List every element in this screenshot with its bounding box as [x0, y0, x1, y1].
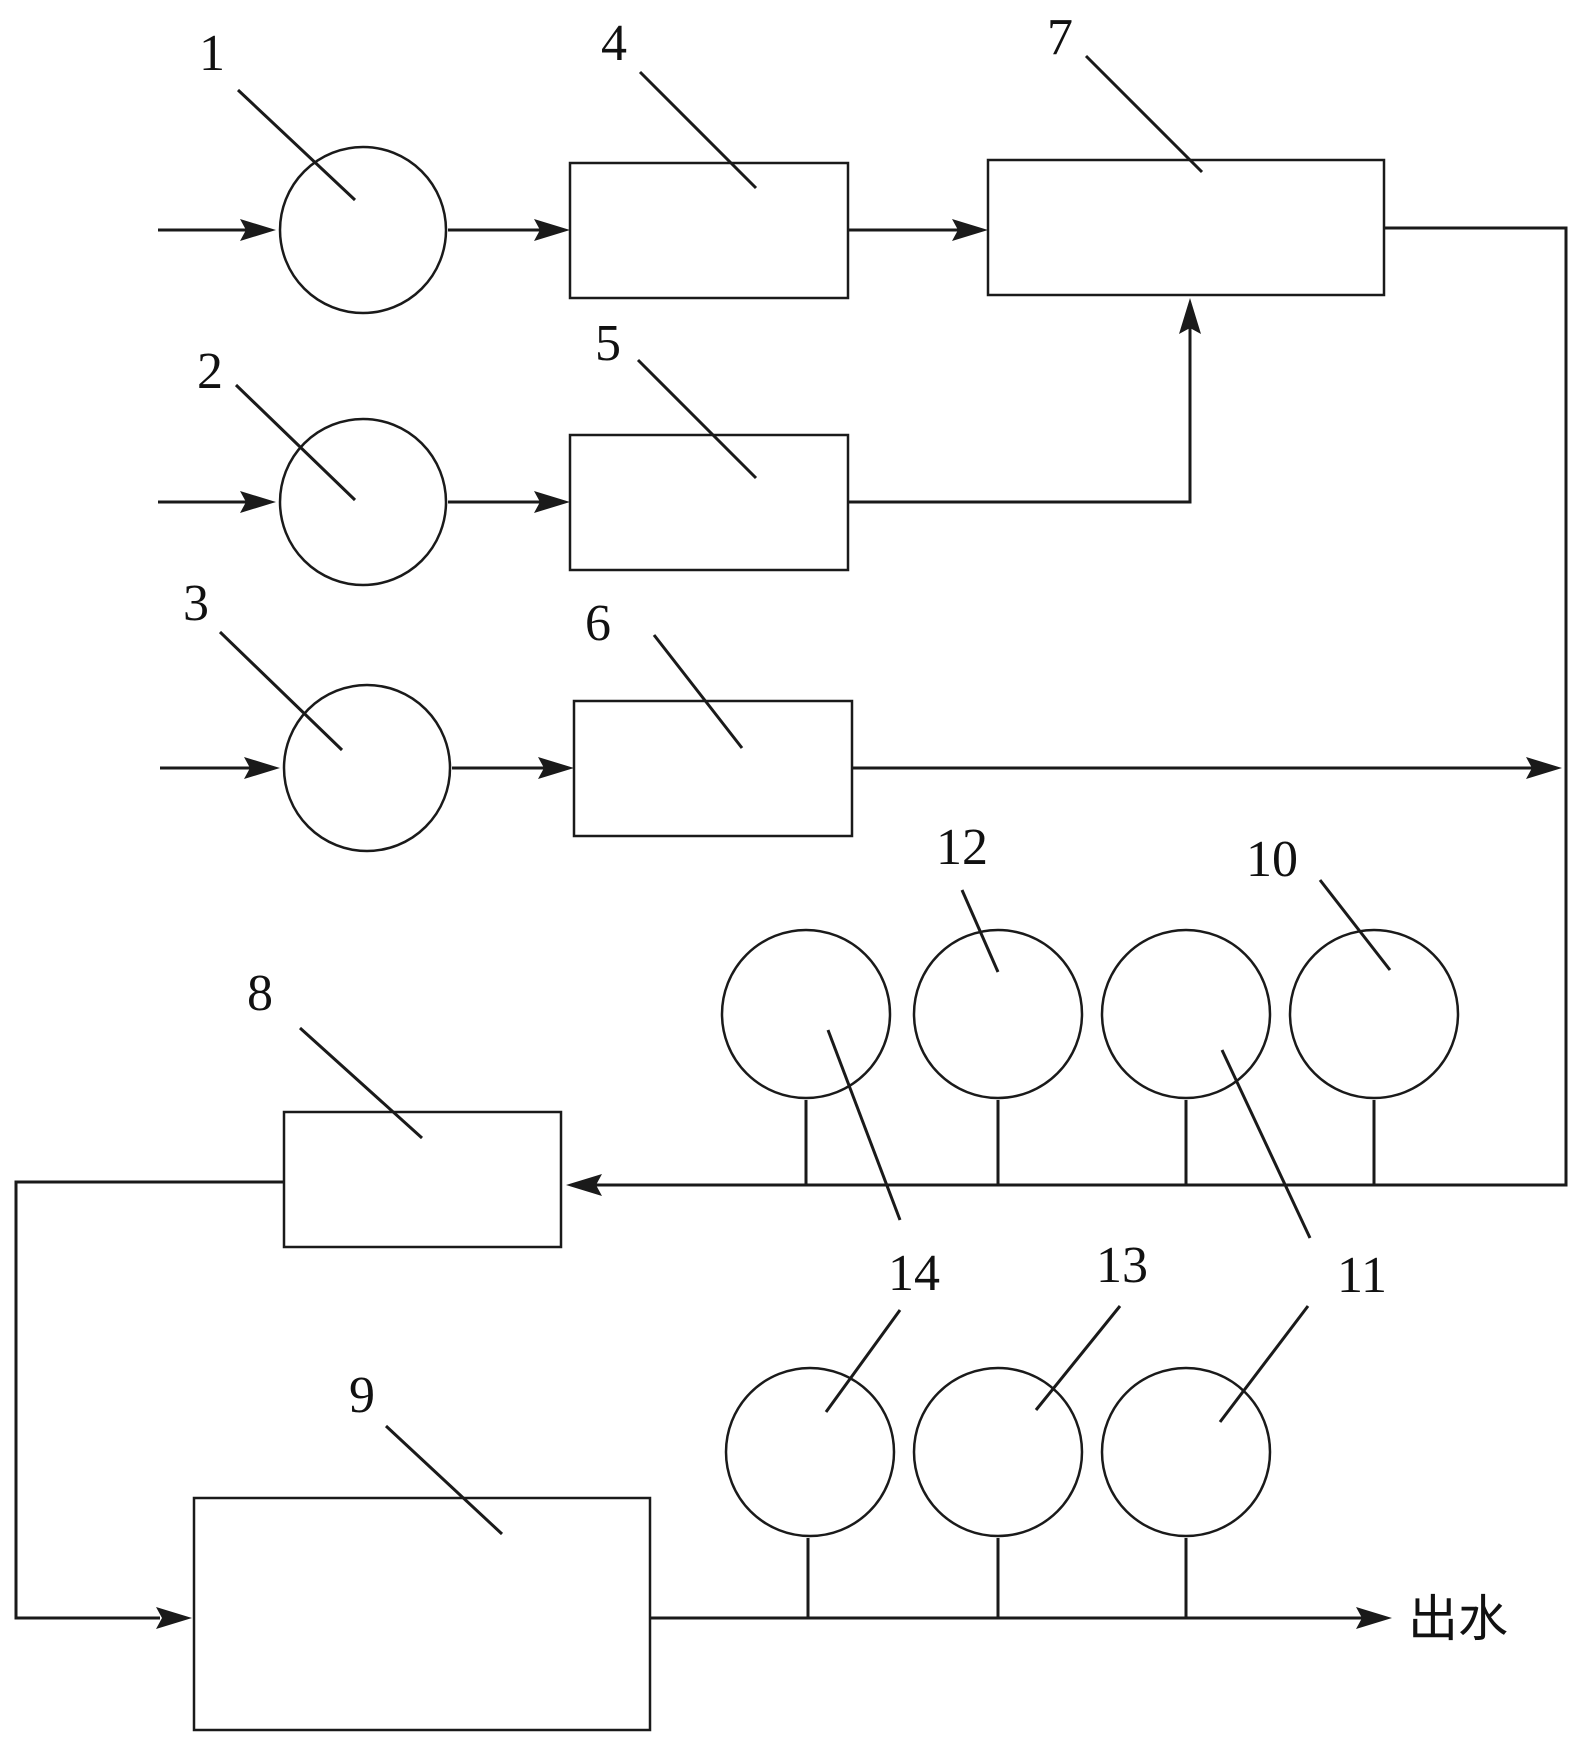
flow-lines	[14, 226, 1568, 1620]
label-3: 3	[183, 575, 209, 632]
sensor-circle-upper-3	[1100, 928, 1272, 1100]
leader-7	[1084, 54, 1204, 174]
arrowhead-inlet-1	[240, 219, 276, 241]
label-5: 5	[595, 315, 621, 372]
arrowhead-to-5	[534, 491, 570, 513]
line-7-main-return	[590, 226, 1568, 1187]
arrowheads	[156, 219, 1562, 1629]
leader-13	[1034, 1305, 1122, 1411]
label-6: 6	[585, 595, 611, 652]
label-14-upper: 14	[888, 1245, 940, 1302]
process-units	[192, 145, 1460, 1732]
label-7: 7	[1047, 9, 1073, 66]
leader-4	[638, 70, 758, 190]
leader-11-lower	[1218, 1305, 1310, 1423]
arrowhead-to-7	[952, 219, 988, 241]
arrowhead-to-main	[1526, 757, 1562, 779]
unit-box-7	[986, 158, 1386, 297]
unit-box-4	[568, 161, 850, 300]
sensor-circle-upper-1	[720, 928, 892, 1100]
leader-2	[234, 383, 357, 502]
leader-lines	[218, 54, 1392, 1536]
arrowhead-inlet-2	[240, 491, 276, 513]
arrowhead-up-to-7	[1179, 298, 1201, 334]
sensor-circle-lower-3	[1100, 1366, 1272, 1538]
leader-14-lower	[824, 1309, 902, 1413]
leader-11-upper	[1220, 1049, 1312, 1239]
unit-box-5	[568, 433, 850, 572]
outlet-label: 出水	[1408, 1590, 1508, 1648]
label-1: 1	[199, 25, 225, 82]
line-8-to-9	[14, 1180, 284, 1620]
leader-10	[1318, 879, 1392, 971]
leader-1	[236, 88, 357, 202]
label-4: 4	[601, 15, 627, 72]
arrowhead-outlet	[1356, 1607, 1392, 1629]
leader-12	[960, 889, 1000, 973]
arrowhead-to-9	[156, 1607, 192, 1629]
leader-9	[384, 1424, 504, 1536]
arrowhead-inlet-3	[244, 757, 280, 779]
label-12: 12	[936, 819, 988, 876]
unit-circle-3	[282, 683, 452, 853]
unit-circle-2	[278, 417, 448, 587]
sensor-circle-upper-4	[1288, 928, 1460, 1100]
sensor-circle-upper-2	[912, 928, 1084, 1100]
leader-5	[636, 358, 758, 480]
label-10: 10	[1246, 831, 1298, 888]
arrowhead-to-4	[534, 219, 570, 241]
arrowhead-to-8	[566, 1174, 602, 1196]
unit-box-6	[572, 699, 854, 838]
label-2: 2	[197, 343, 223, 400]
label-9: 9	[349, 1367, 375, 1424]
leader-6	[652, 634, 744, 749]
sensor-circle-lower-2	[912, 1366, 1084, 1538]
arrowhead-to-6	[538, 757, 574, 779]
label-13: 13	[1096, 1237, 1148, 1294]
leader-3	[218, 630, 344, 752]
sensor-circle-lower-1	[724, 1366, 896, 1538]
label-8: 8	[247, 965, 273, 1022]
label-11: 11	[1337, 1247, 1387, 1304]
unit-box-8	[282, 1110, 563, 1249]
leader-14-upper	[826, 1029, 902, 1221]
unit-circle-1	[278, 145, 448, 315]
line-5-to-7	[848, 320, 1192, 504]
unit-box-9	[192, 1496, 652, 1732]
leader-8	[298, 1026, 424, 1140]
labels: 1 2 3 4 5 6 7 8 9 10 11 12 13 14 出水	[183, 9, 1508, 1648]
